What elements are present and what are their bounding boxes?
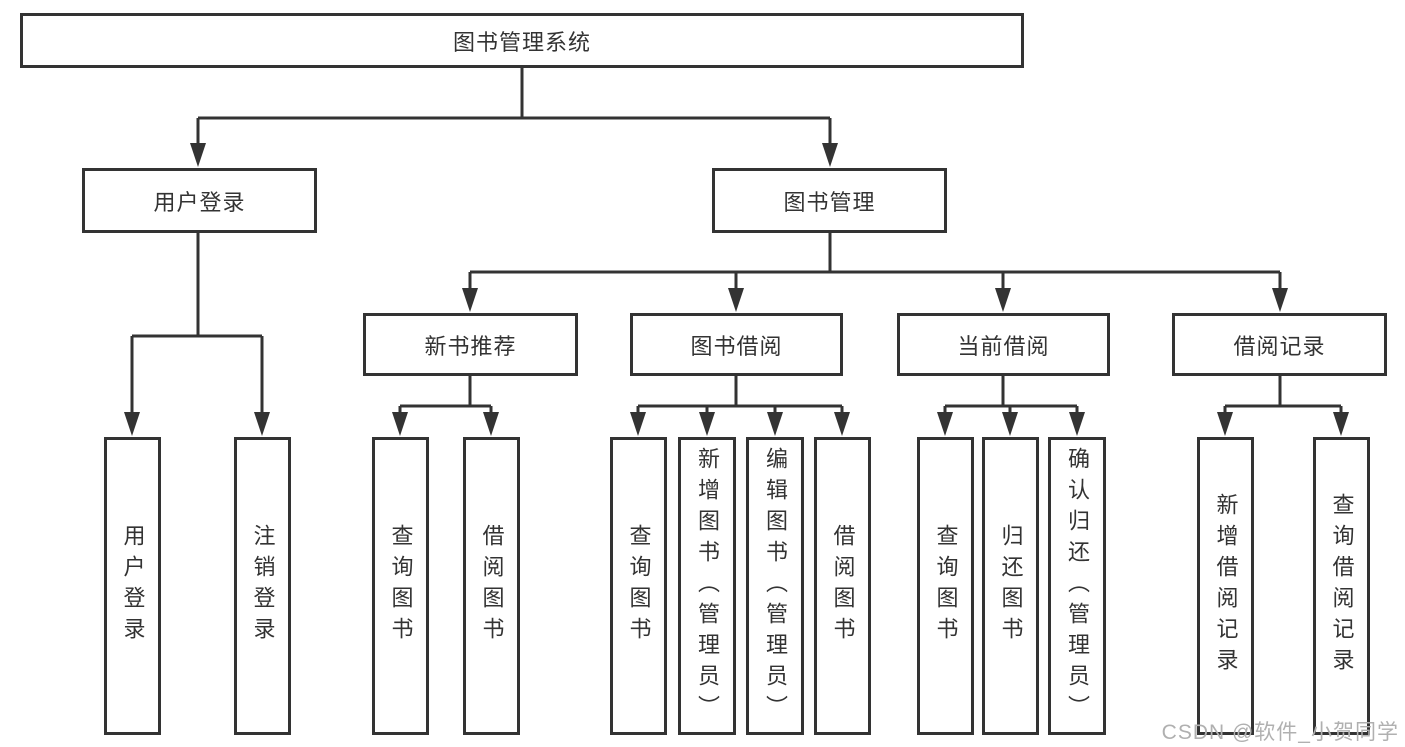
- leaf-query-books-recommend-label: 查询图书: [388, 524, 414, 648]
- leaf-query-books-borrowing: 查询图书: [610, 437, 667, 735]
- leaf-borrow-books-recommend: 借阅图书: [463, 437, 520, 735]
- leaf-query-borrow-record-label: 查询借阅记录: [1329, 493, 1355, 679]
- node-borrow-records: 借阅记录: [1172, 313, 1387, 376]
- root-node-library-system: 图书管理系统: [20, 13, 1024, 68]
- leaf-add-books-admin: 新增图书（管理员）: [678, 437, 736, 735]
- leaf-logout: 注销登录: [234, 437, 291, 735]
- node-user-login-label: 用户登录: [153, 189, 246, 215]
- node-new-book-recommend-label: 新书推荐: [424, 333, 517, 359]
- leaf-borrow-books-label: 借阅图书: [830, 524, 856, 648]
- leaf-edit-books-admin-label: 编辑图书（管理员）: [763, 446, 788, 726]
- leaf-add-books-admin-label: 新增图书（管理员）: [695, 446, 720, 726]
- node-current-borrowing: 当前借阅: [897, 313, 1110, 376]
- node-book-management-label: 图书管理: [783, 189, 876, 215]
- root-node-label: 图书管理系统: [452, 29, 591, 55]
- connector-root: [196, 68, 832, 152]
- connector-book-mgmt: [468, 233, 1282, 298]
- leaf-confirm-return-admin-label: 确认归还（管理员）: [1065, 446, 1090, 726]
- connector-user-login: [130, 233, 264, 422]
- node-book-management: 图书管理: [712, 168, 947, 233]
- connector-history: [1223, 376, 1343, 422]
- leaf-confirm-return-admin: 确认归还（管理员）: [1048, 437, 1106, 735]
- node-book-borrowing: 图书借阅: [630, 313, 843, 376]
- node-book-borrowing-label: 图书借阅: [690, 333, 783, 359]
- leaf-user-login-label: 用户登录: [120, 524, 146, 648]
- leaf-add-borrow-record: 新增借阅记录: [1197, 437, 1254, 735]
- node-borrow-records-label: 借阅记录: [1233, 333, 1326, 359]
- leaf-query-books-recommend: 查询图书: [372, 437, 429, 735]
- leaf-borrow-books: 借阅图书: [814, 437, 871, 735]
- leaf-return-books-label: 归还图书: [998, 524, 1024, 648]
- leaf-query-books-current: 查询图书: [917, 437, 974, 735]
- leaf-return-books: 归还图书: [982, 437, 1039, 735]
- connector-new-rec: [398, 376, 493, 422]
- leaf-borrow-books-recommend-label: 借阅图书: [479, 524, 505, 648]
- leaf-logout-label: 注销登录: [250, 524, 276, 648]
- leaf-user-login: 用户登录: [104, 437, 161, 735]
- leaf-query-borrow-record: 查询借阅记录: [1313, 437, 1370, 735]
- leaf-query-books-borrowing-label: 查询图书: [626, 524, 652, 648]
- leaf-edit-books-admin: 编辑图书（管理员）: [746, 437, 804, 735]
- csdn-watermark: CSDN @软件_小贺同学: [1161, 721, 1399, 744]
- node-current-borrowing-label: 当前借阅: [957, 333, 1050, 359]
- node-new-book-recommend: 新书推荐: [363, 313, 578, 376]
- connector-book-borrow: [636, 376, 844, 422]
- leaf-query-books-current-label: 查询图书: [933, 524, 959, 648]
- node-user-login: 用户登录: [82, 168, 317, 233]
- leaf-add-borrow-record-label: 新增借阅记录: [1213, 493, 1239, 679]
